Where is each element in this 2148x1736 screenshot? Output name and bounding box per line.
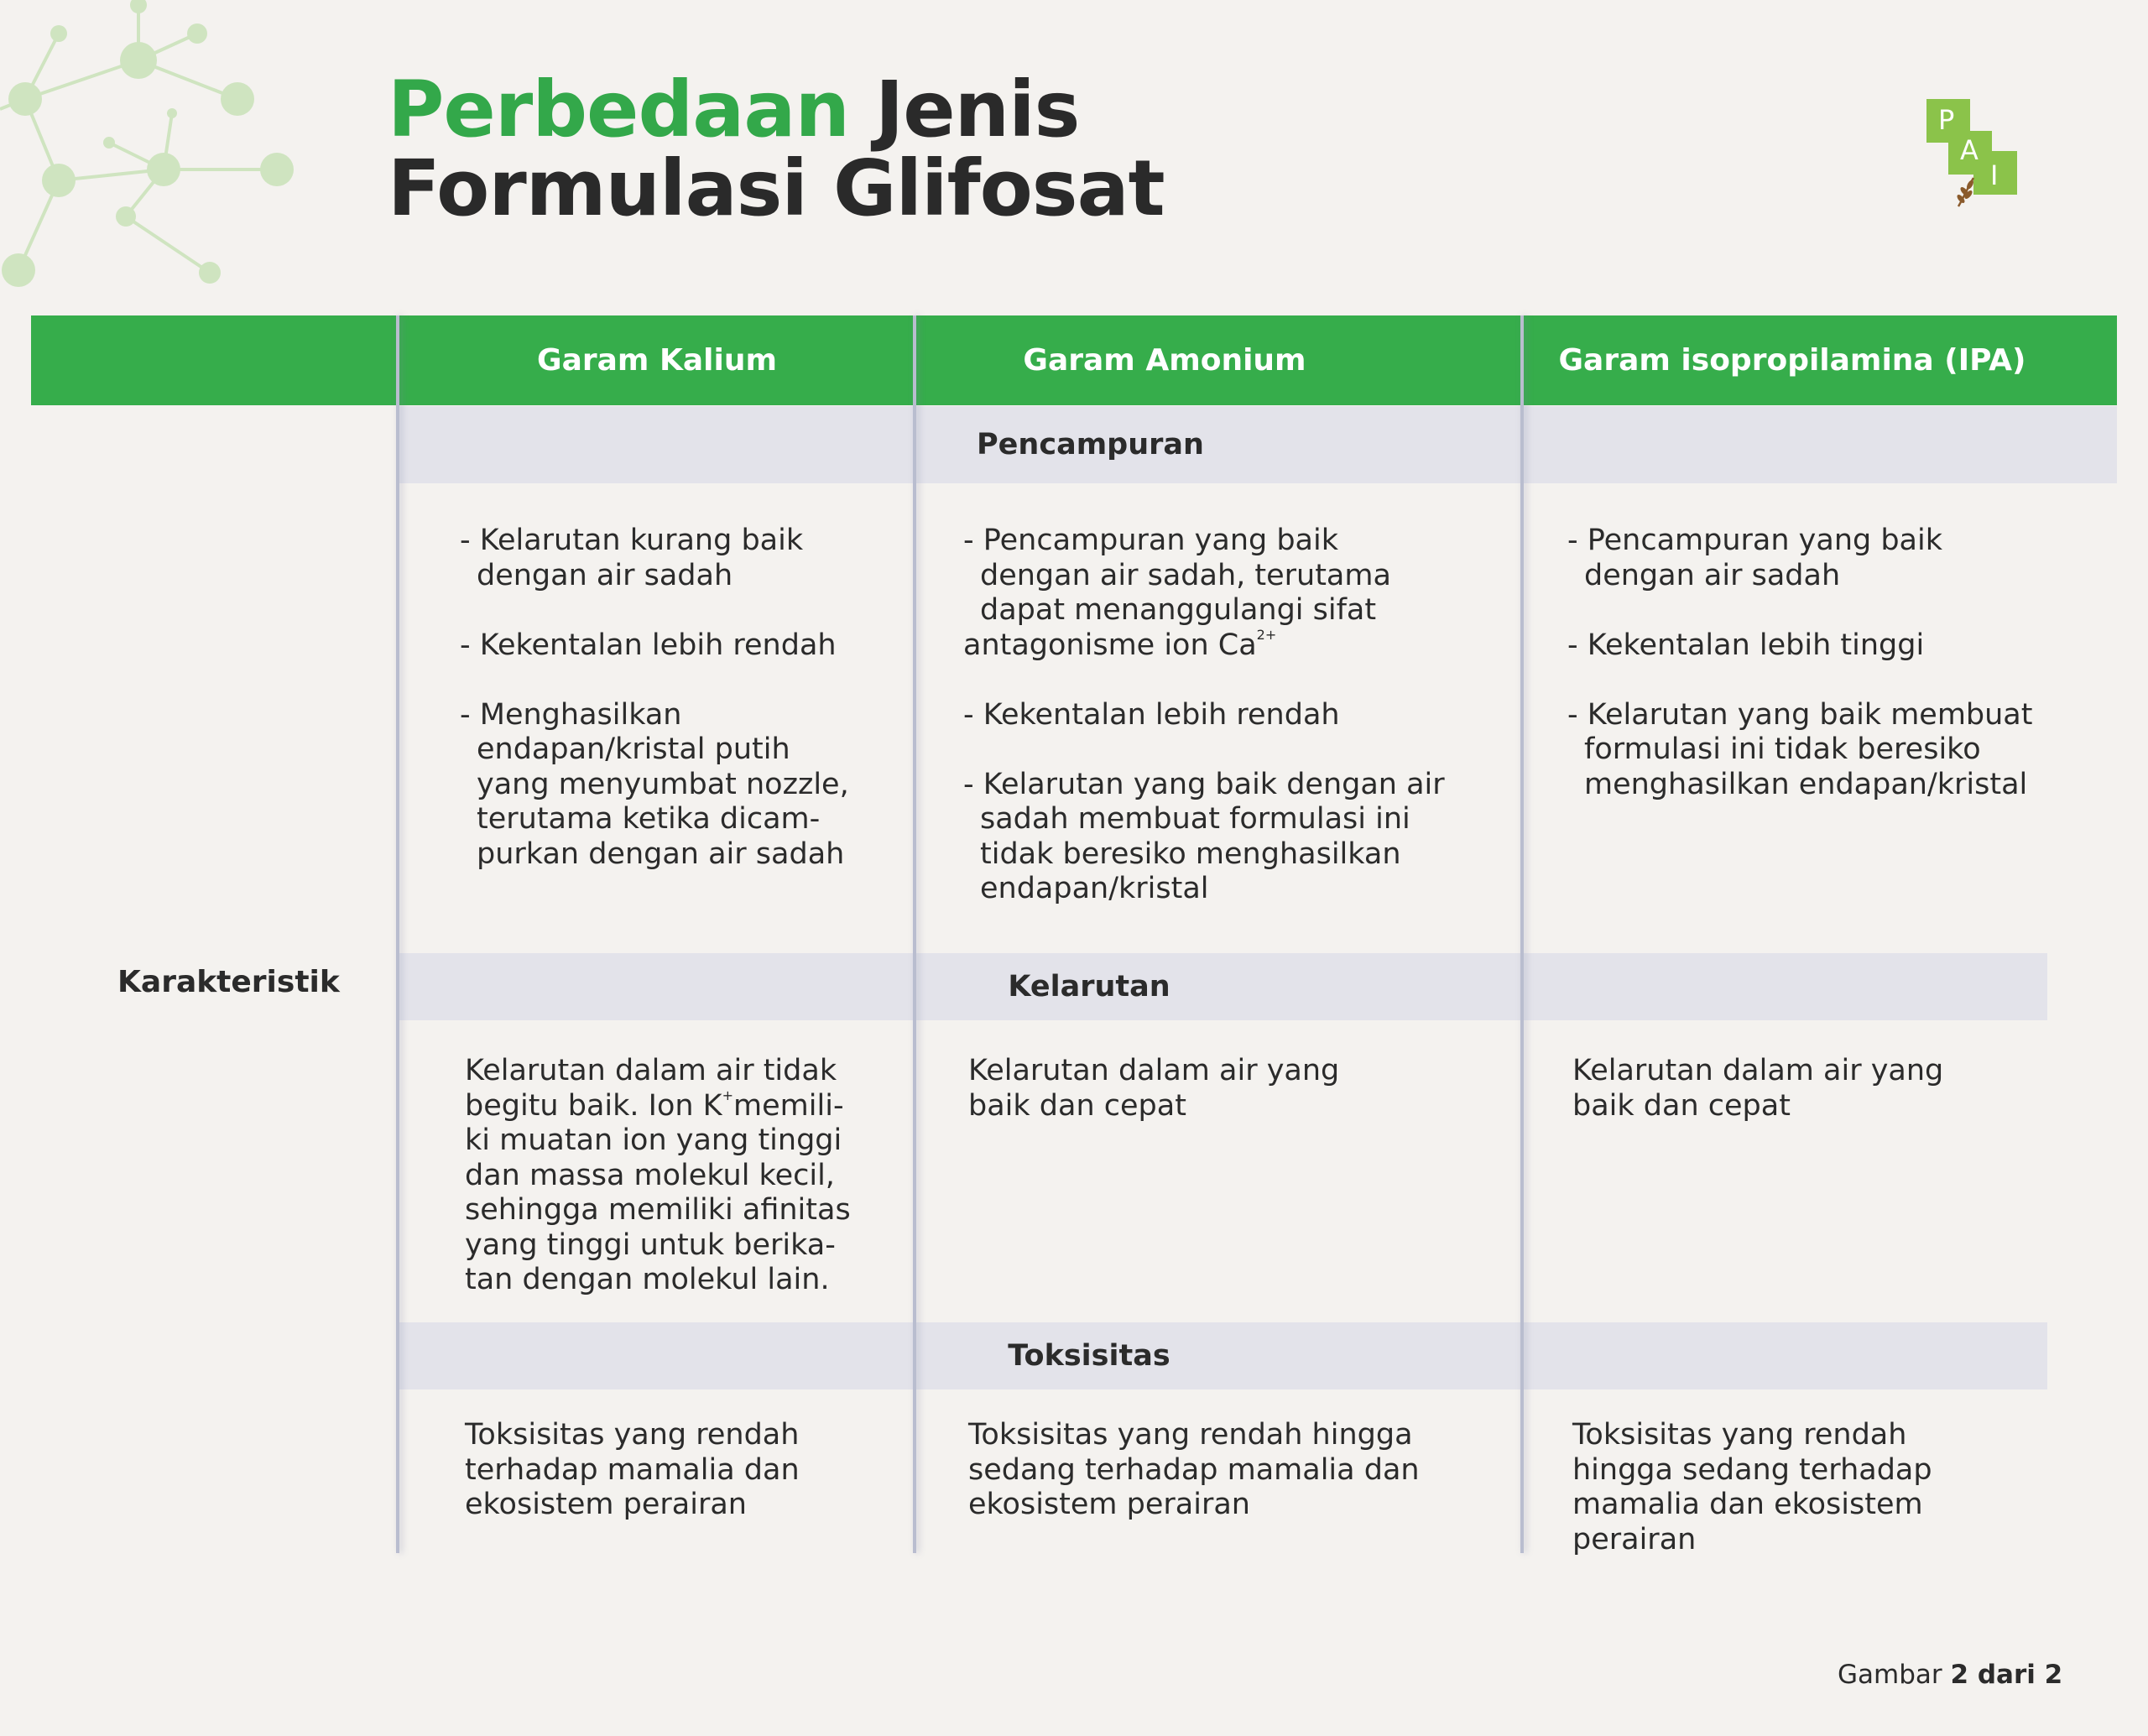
logo-letter-a: A (1960, 134, 1979, 166)
section-label-kelarutan: Kelarutan (1008, 970, 1170, 1004)
column-header-amonium: Garam Amonium (1023, 343, 1306, 378)
list-item: - Kekentalan lebih rendah (460, 628, 837, 662)
column-separator-3 (1520, 315, 1524, 1553)
toksisitas-amonium-cell: Toksisitas yang rendah hingga sedang ter… (968, 1418, 1420, 1521)
title-highlight: Perbedaan (388, 65, 850, 154)
list-item: - Menghasilkan endapan/kristal putih yan… (460, 697, 849, 871)
row-label-karakteristik: Karakteristik (117, 965, 340, 999)
list-item: - Kelarutan yang baik dengan air sadah m… (963, 767, 1445, 906)
toksisitas-ipa-cell: Toksisitas yang rendah hingga sedang ter… (1572, 1418, 1932, 1556)
kelarutan-amonium-cell: Kelarutan dalam air yang baik dan cepat (968, 1054, 1340, 1123)
list-item: - Pencampuran yang baik dengan air sadah… (963, 524, 1391, 627)
table-header-bar (31, 315, 2117, 405)
logo-letter-i: I (1990, 159, 1999, 191)
section-label-toksisitas: Toksisitas (1008, 1339, 1170, 1373)
kelarutan-ipa-cell: Kelarutan dalam air yang baik dan cepat (1572, 1054, 1944, 1123)
molecule-decoration-icon (0, 0, 294, 287)
list-item: - Pencampuran yang baik dengan air sadah (1567, 524, 1943, 592)
kelarutan-kalium-cell: Kelarutan dalam air tidak begitu baik. I… (465, 1054, 851, 1296)
list-item: - Kelarutan yang baik membuat formulasi … (1567, 697, 2033, 801)
title-line2: Formulasi Glifosat (388, 143, 1165, 233)
toksisitas-kalium-cell: Toksisitas yang rendah terhadap mamalia … (465, 1418, 800, 1521)
section-band-pencampuran: Pencampuran (399, 406, 2117, 483)
list-item: - Kekentalan lebih tinggi (1567, 628, 1925, 662)
logo-letter-p: P (1938, 104, 1955, 136)
column-header-kalium: Garam Kalium (537, 343, 777, 378)
list-item: - Kelarutan kurang baik dengan air sadah (460, 524, 804, 592)
list-item: - Kekentalan lebih rendah (963, 697, 1340, 732)
pencampuran-ipa-cell: - Pencampuran yang baik dengan air sadah… (1567, 524, 2037, 802)
list-item-continuation: antagonisme ion Ca2+ (963, 626, 1277, 662)
pencampuran-amonium-cell: - Pencampuran yang baik dengan air sadah… (963, 524, 1500, 907)
column-separator-2 (913, 315, 916, 1553)
column-header-ipa: Garam isopropilamina (IPA) (1558, 343, 2026, 378)
section-band-toksisitas: Toksisitas (399, 1322, 2047, 1389)
column-separator-1 (396, 315, 399, 1553)
wheat-icon (1957, 177, 1975, 207)
section-band-kelarutan: Kelarutan (399, 953, 2047, 1020)
pencampuran-kalium-cell: - Kelarutan kurang baik dengan air sadah… (460, 524, 896, 872)
page-indicator: Gambar 2 dari 2 (1838, 1660, 2063, 1690)
title-line1-rest: Jenis (848, 65, 1080, 154)
pai-logo: P A I (1926, 99, 2044, 208)
page-title: Perbedaan Jenis Formulasi Glifosat (388, 70, 1311, 228)
section-label-pencampuran: Pencampuran (977, 428, 1204, 461)
